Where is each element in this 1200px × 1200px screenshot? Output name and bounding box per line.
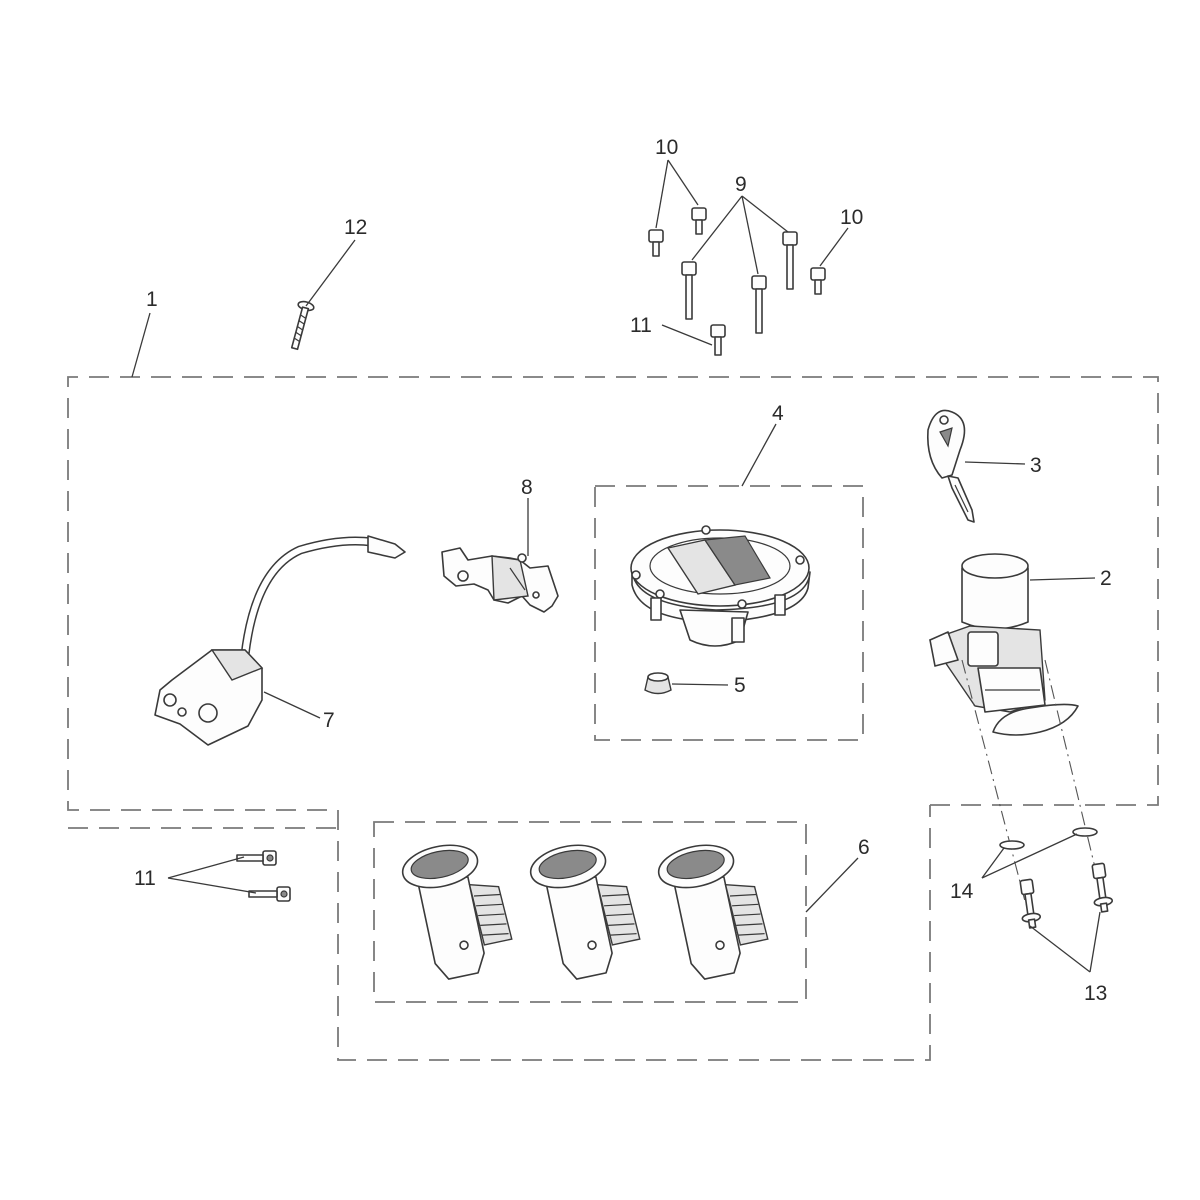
shear-bolt-13-left-icon [1019,878,1042,929]
centerline-left [961,659,1027,906]
callout-7: 7 [323,709,335,732]
callout-11-lower: 11 [134,867,156,890]
bolt-10-right-icon [810,267,826,295]
washer-14-left-icon [999,840,1025,850]
bolt-11-top-icon [710,324,726,356]
screw-12-icon [290,300,315,351]
grommet-5-icon [644,672,672,695]
sensor-7-icon [154,535,406,746]
bolt-11-lower-b-icon [248,886,291,902]
callout-10-top: 10 [655,136,678,159]
callout-1: 1 [146,288,158,311]
lock-barrel-6-c-icon [657,844,769,980]
callout-6: 6 [858,836,870,859]
bolt-9-b-icon [751,275,767,334]
shear-bolt-13-right-icon [1091,862,1114,913]
washer-14-right-icon [1072,827,1098,837]
kit-boundary-main [67,376,1159,1061]
bolt-10-left-icon [648,229,664,257]
bolt-10-top-icon [691,207,707,235]
callout-8: 8 [521,476,533,499]
key-3-icon [926,409,975,523]
callout-12: 12 [344,216,367,239]
callout-4-fuel-cap: 4 [772,402,784,425]
centerline-right [1044,659,1099,881]
callout-11-top: 11 [630,314,652,337]
bolt-11-lower-a-icon [236,850,277,866]
bracket-8-icon [441,547,559,613]
bolt-9-a-icon [681,261,697,320]
callout-2: 2 [1100,567,1112,590]
bolt-9-c-icon [782,231,798,290]
callout-14: 14 [950,880,974,903]
callout-9: 9 [735,173,747,196]
callout-5: 5 [734,674,746,697]
callout-13: 13 [1084,982,1107,1005]
callout-3: 3 [1030,454,1042,477]
lock-barrel-6-b-icon [529,844,641,980]
ignition-switch-2-icon [928,553,1079,736]
callout-10-right: 10 [840,206,863,229]
fuel-cap-4-icon [630,525,811,647]
lock-barrel-6-a-icon [401,844,513,980]
leader-lines [131,159,1101,973]
kit-boundary-fuel-cap [594,485,864,741]
kit-boundary-lock-barrels [373,821,807,1003]
